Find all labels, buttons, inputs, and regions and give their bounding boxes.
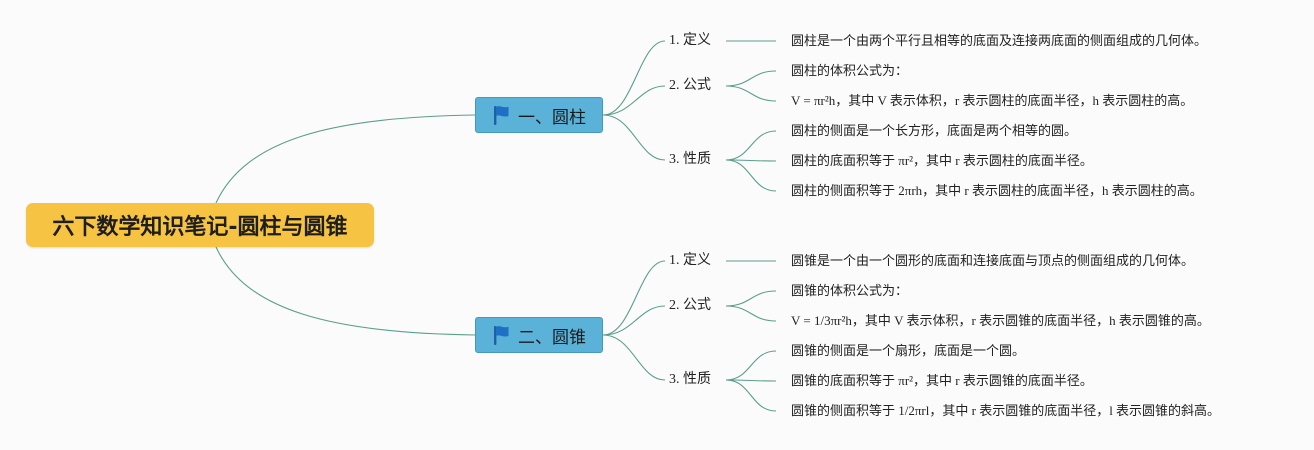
topic-to-detail-line xyxy=(725,130,777,161)
branch-node[interactable]: 一、圆柱 xyxy=(475,97,603,133)
detail-text[interactable]: 圆柱的底面积等于 πr²，其中 r 表示圆柱的底面半径。 xyxy=(791,153,1093,168)
detail-text[interactable]: 圆柱的体积公式为： xyxy=(791,63,909,78)
topic-label[interactable]: 3. 性质 xyxy=(669,372,711,387)
detail-text[interactable]: 圆锥的侧面积等于 1/2πrl，其中 r 表示圆锥的底面半径，l 表示圆锥的斜高… xyxy=(791,403,1221,418)
root-to-branch-line xyxy=(215,246,476,336)
branch-to-topic-line xyxy=(602,334,666,381)
branch-node[interactable]: 二、圆锥 xyxy=(475,317,603,353)
branch-to-topic-line xyxy=(602,260,666,336)
detail-text[interactable]: 圆柱的侧面是一个长方形，底面是两个相等的圆。 xyxy=(791,123,1078,138)
topic-to-detail-line xyxy=(725,70,777,87)
topic-label[interactable]: 2. 公式 xyxy=(669,78,711,93)
detail-text[interactable]: 圆柱是一个由两个平行且相等的底面及连接两底面的侧面组成的几何体。 xyxy=(791,33,1208,48)
topic-to-detail-line xyxy=(725,379,777,412)
flag-icon xyxy=(492,104,512,126)
detail-text[interactable]: V = πr²h，其中 V 表示体积，r 表示圆柱的底面半径，h 表示圆柱的高。 xyxy=(791,93,1194,108)
branch-label: 一、圆柱 xyxy=(518,107,586,128)
branch-to-topic-line xyxy=(602,85,666,116)
detail-text[interactable]: 圆柱的侧面积等于 2πrh，其中 r 表示圆柱的底面半径，h 表示圆柱的高。 xyxy=(791,183,1203,198)
branch-to-topic-line xyxy=(602,114,666,161)
topic-label[interactable]: 2. 公式 xyxy=(669,298,711,313)
branch-label: 二、圆锥 xyxy=(518,327,586,348)
topic-label[interactable]: 1. 定义 xyxy=(669,253,711,268)
flag-icon xyxy=(492,324,512,346)
topic-to-detail-line xyxy=(725,350,777,381)
root-to-branch-line xyxy=(215,114,476,204)
detail-text[interactable]: 圆锥是一个由一个圆形的底面和连接底面与顶点的侧面组成的几何体。 xyxy=(791,253,1195,268)
topic-to-detail-line xyxy=(725,85,777,102)
topic-label[interactable]: 1. 定义 xyxy=(669,33,711,48)
topic-to-detail-line xyxy=(725,305,777,322)
topic-to-detail-line xyxy=(725,159,777,192)
detail-text[interactable]: V = 1/3πr²h，其中 V 表示体积，r 表示圆锥的底面半径，h 表示圆锥… xyxy=(791,313,1210,328)
branch-to-topic-line xyxy=(602,40,666,116)
root-topic[interactable]: 六下数学知识笔记-圆柱与圆锥 xyxy=(26,203,374,247)
topic-label[interactable]: 3. 性质 xyxy=(669,152,711,167)
branch-to-topic-line xyxy=(602,305,666,336)
detail-text[interactable]: 圆锥的体积公式为： xyxy=(791,283,909,298)
topic-to-detail-line xyxy=(725,290,777,307)
detail-text[interactable]: 圆锥的侧面是一个扇形，底面是一个圆。 xyxy=(791,343,1026,358)
detail-text[interactable]: 圆锥的底面积等于 πr²，其中 r 表示圆锥的底面半径。 xyxy=(791,373,1093,388)
